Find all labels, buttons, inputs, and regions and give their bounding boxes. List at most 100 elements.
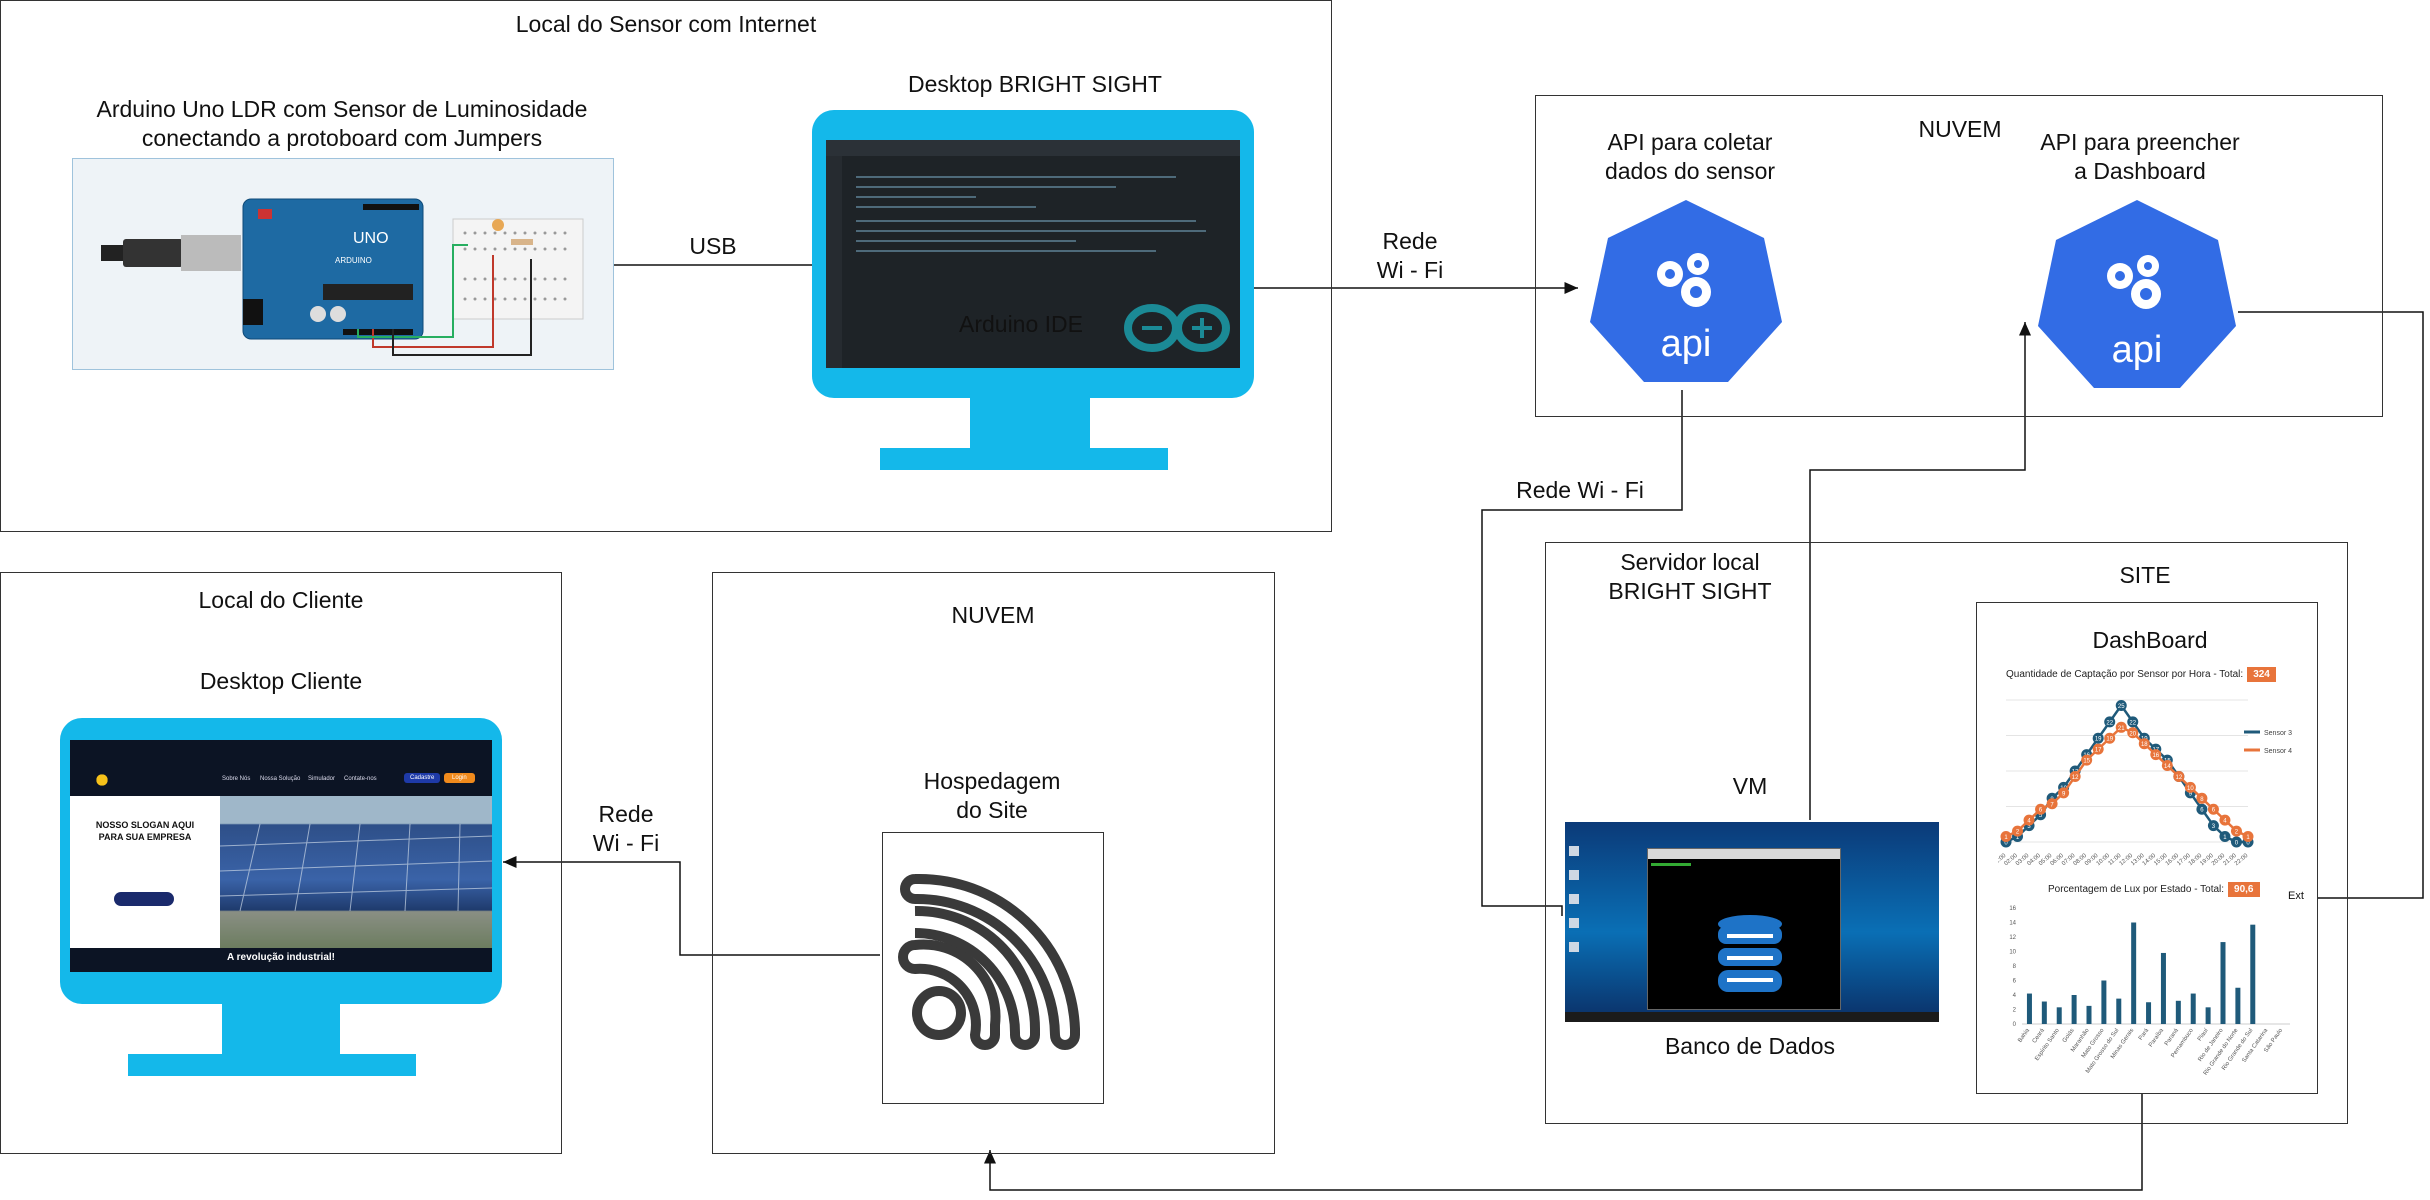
- arduino-label-line2: conectando a protoboard com Jumpers: [141, 125, 543, 151]
- hosting-label-line2: do Site: [956, 797, 1028, 823]
- line-point-label: 6: [2212, 808, 2216, 814]
- nav-item-contact[interactable]: Contate-nos: [344, 776, 377, 782]
- line-point: [2138, 738, 2150, 750]
- line-point-label: 21: [2118, 726, 2125, 732]
- cloud-api-container: [1535, 95, 2383, 417]
- line-point-label: 10: [2187, 786, 2194, 792]
- hosting-rss-box: [882, 832, 1104, 1104]
- line-point: [2230, 836, 2242, 848]
- nav-item-simulator[interactable]: Simulador: [308, 776, 336, 782]
- dashboard-api-label-line1: API para preencher: [2040, 129, 2240, 155]
- ide-toolbar: [826, 140, 1240, 156]
- line-chart-total-badge: 324: [2247, 667, 2276, 682]
- wifi-label-mid: Rede Wi - Fi: [1490, 476, 1670, 505]
- website-footer-text: A revolução industrial!: [227, 952, 335, 963]
- bar-x-tick-label: Bahia: [2017, 1027, 2031, 1044]
- bar-x-tick-label: Paraíba: [2148, 1027, 2165, 1048]
- bar-y-tick-label: 16: [2009, 906, 2016, 912]
- cloud-hosting-container: [712, 572, 1275, 1154]
- line-point-label: 15: [2083, 759, 2090, 765]
- line-point-label: 9: [2062, 791, 2066, 797]
- collect-api-label-line2: dados do sensor: [1604, 158, 1776, 184]
- client-website-screen: Sobre Nós Nossa Solução Simulador Contat…: [70, 740, 493, 972]
- legend-label: Sensor 3: [2264, 730, 2292, 737]
- site-title: SITE: [2119, 562, 2171, 588]
- vm-screenshot: [1565, 822, 1939, 1022]
- line-point: [2046, 798, 2058, 810]
- bar: [2131, 922, 2137, 1024]
- bar: [2190, 993, 2196, 1024]
- client-desktop-stand: [222, 1004, 340, 1054]
- api-to-vm-line: [1481, 390, 1683, 916]
- database-label: Banco de Dados: [1664, 1033, 1836, 1059]
- line-x-tick-label: 22:00: [2234, 853, 2250, 868]
- slogan-line2: PARA SUA EMPRESA: [98, 832, 192, 842]
- line-point: [2161, 760, 2173, 772]
- rss-feed-icon: [898, 873, 1080, 1050]
- desktop-bright-sight-title: Desktop BRIGHT SIGHT: [908, 71, 1162, 97]
- line-point: [2092, 732, 2104, 744]
- usb-label: USB: [689, 233, 737, 259]
- line-point-label: 6: [2200, 808, 2204, 814]
- desktop-bright-sight-stand: [970, 398, 1090, 448]
- bar-x-tick-label: Ceará: [2032, 1027, 2047, 1044]
- client-site-title: Local do Cliente: [198, 587, 364, 613]
- bar-chart-total-badge: 90,6: [2228, 882, 2260, 897]
- bar-y-tick-label: 10: [2009, 950, 2016, 956]
- bar-y-tick-label: 14: [2009, 921, 2016, 927]
- slogan-line1: NOSSO SLOGAN AQUI: [95, 820, 195, 830]
- line-x-tick-label: 01:00: [1998, 853, 2008, 868]
- dashboard-api-icon: api: [2038, 200, 2236, 388]
- line-point-label: 0: [2246, 841, 2250, 847]
- client-desktop-base: [128, 1054, 416, 1076]
- bar-x-tick-label: Piauí: [2197, 1027, 2210, 1042]
- line-point-label: 22: [2129, 720, 2136, 726]
- bar: [2175, 1000, 2181, 1024]
- dashboard-api-label-line2: a Dashboard: [2074, 158, 2206, 184]
- bar: [2250, 924, 2256, 1024]
- line-point: [2196, 792, 2208, 804]
- desktop-bright-sight-base: [880, 448, 1168, 470]
- wifi-label-client-line1: Rede: [598, 801, 654, 827]
- bar-x-tick-label: Pará: [2138, 1027, 2151, 1041]
- line-point-label: 2: [2016, 830, 2020, 836]
- legend-label: Sensor 4: [2264, 748, 2292, 755]
- line-point: [2081, 754, 2093, 766]
- wifi-label-client-line2: Wi - Fi: [592, 830, 660, 856]
- line-point-label: 4: [2027, 819, 2031, 825]
- ide-code-lines: [856, 176, 1216, 296]
- line-point: [2127, 727, 2139, 739]
- line-point-label: 6: [2039, 808, 2043, 814]
- vm-to-dashboard-api-line: [1809, 322, 2031, 820]
- hero-cta-button[interactable]: [114, 892, 174, 906]
- cloud-hosting-title: NUVEM: [951, 602, 1035, 628]
- desktop-bright-sight-monitor: Arduino IDE: [812, 110, 1254, 398]
- nav-item-about[interactable]: Sobre Nós: [222, 776, 251, 782]
- line-point-label: 7: [2050, 802, 2054, 808]
- arduino-image: UNO ARDUINO: [72, 158, 614, 370]
- website-logo-icon: [92, 770, 112, 790]
- line-point: [2207, 820, 2219, 832]
- vm-taskbar: [1565, 1012, 1939, 1022]
- line-point: [2058, 787, 2070, 799]
- line-point-label: 18: [2141, 742, 2148, 748]
- ide-sidebar: [826, 156, 842, 368]
- bar-chart-title: Porcentagem de Lux por Estado - Total:90…: [2048, 882, 2260, 897]
- line-point: [2035, 803, 2047, 815]
- collect-api-label-line1: API para coletar: [1607, 129, 1773, 155]
- line-point-label: 0: [2004, 841, 2008, 847]
- line-chart: 0135810131619222522191715129631001246791…: [1998, 699, 2292, 868]
- register-button[interactable]: Cadastre: [404, 773, 441, 783]
- line-point-label: 3: [2027, 824, 2031, 830]
- line-point: [2196, 803, 2208, 815]
- line-point: [2000, 831, 2012, 843]
- line-point-label: 25: [2118, 704, 2125, 710]
- collect-api-text: api: [1661, 323, 1712, 365]
- line-point: [2184, 781, 2196, 793]
- line-point: [2173, 770, 2185, 782]
- line-point-label: 9: [2189, 791, 2193, 797]
- nav-item-solution[interactable]: Nossa Solução: [260, 776, 301, 782]
- login-button[interactable]: Login: [444, 773, 475, 783]
- line-point-label: 19: [2095, 737, 2102, 743]
